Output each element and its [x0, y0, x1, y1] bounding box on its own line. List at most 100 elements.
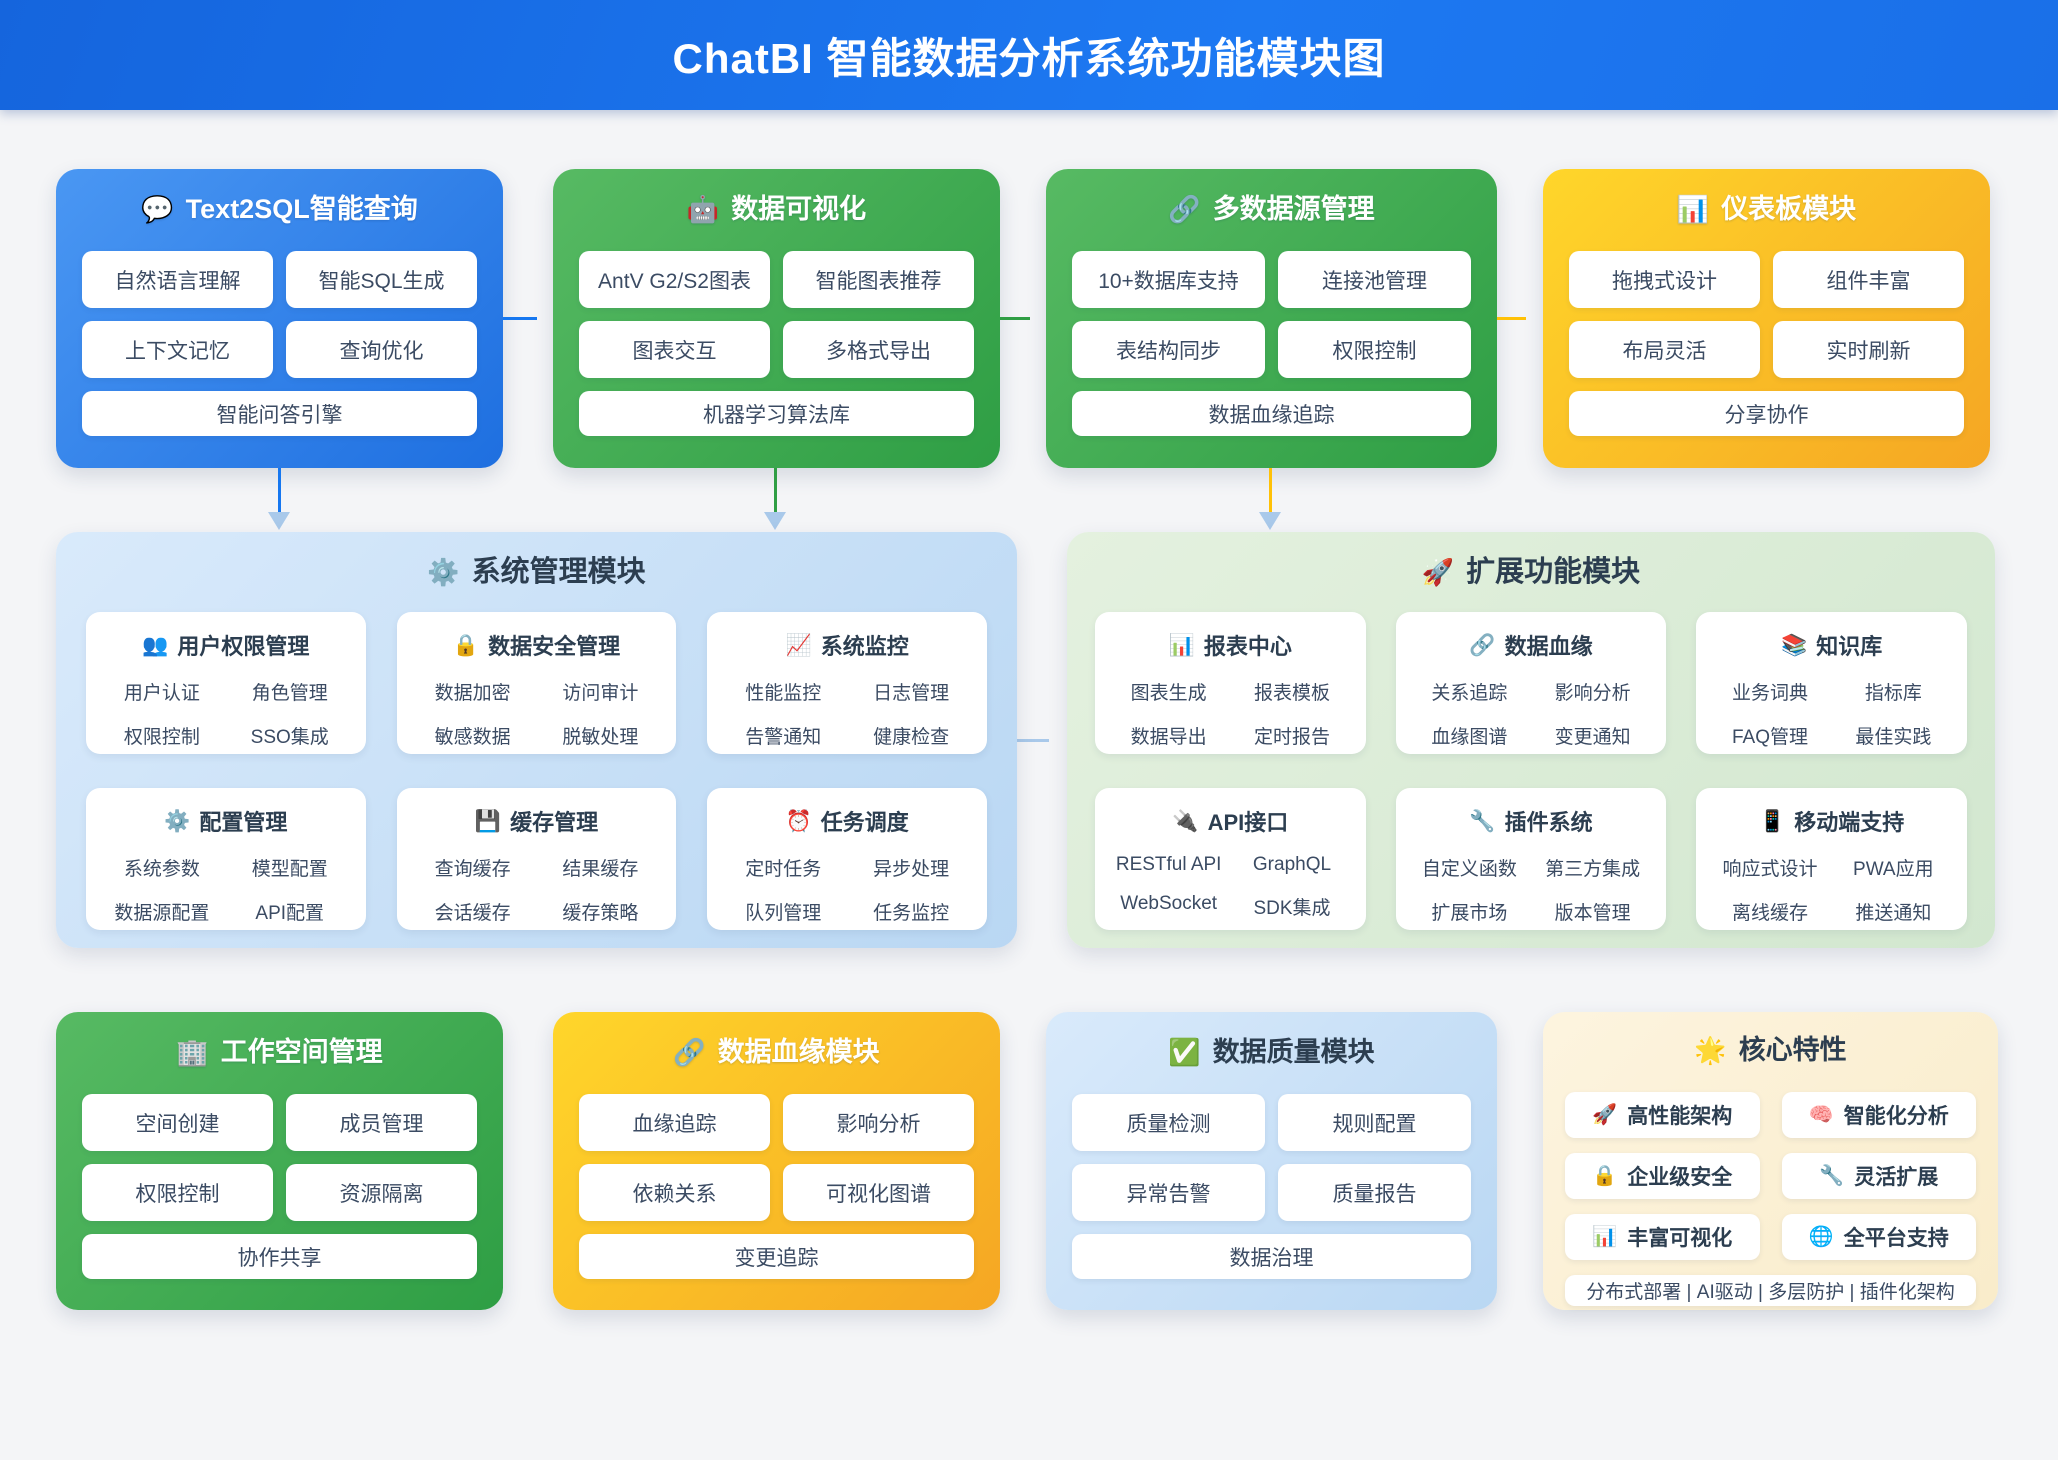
- subcard-data-lineage: 🔗 数据血缘 关系追踪 影响分析 血缘图谱 变更通知: [1395, 612, 1667, 754]
- module-title-text: 仪表板模块: [1721, 194, 1857, 224]
- module-card-title: ✅ 数据质量模块: [1072, 1034, 1471, 1070]
- feature-chip: 连接池管理: [1278, 251, 1471, 308]
- bar-chart-icon: 📊: [1592, 1226, 1618, 1248]
- sub-item: 响应式设计: [1722, 859, 1818, 880]
- subcard-title-text: 知识库: [1816, 634, 1883, 659]
- subcard-system-monitor: 📈 系统监控 性能监控 日志管理 告警通知 健康检查: [707, 612, 987, 754]
- sub-item: 脱敏处理: [562, 727, 639, 748]
- module-title-text: 工作空间管理: [220, 1037, 383, 1067]
- feature-chip: 查询优化: [286, 321, 477, 378]
- link-icon: 🔗: [1168, 194, 1201, 224]
- feature-chip: 影响分析: [783, 1094, 974, 1151]
- sub-item: 告警通知: [745, 727, 822, 748]
- sub-item: 任务监控: [873, 903, 950, 924]
- sub-item: 影响分析: [1554, 683, 1631, 704]
- subcard-title-text: API接口: [1207, 810, 1289, 835]
- rocket-icon: 🚀: [1421, 557, 1455, 587]
- chip-grid: 血缘追踪 影响分析 依赖关系 可视化图谱 变更追踪: [579, 1094, 974, 1279]
- core-feature-chip: 🧠 智能化分析: [1781, 1092, 1976, 1138]
- module-title-text: Text2SQL智能查询: [185, 194, 418, 224]
- books-icon: 📚: [1781, 633, 1808, 657]
- gear-icon: ⚙️: [164, 809, 191, 833]
- feature-chip: 空间创建: [82, 1094, 273, 1151]
- sub-item: 定时报告: [1253, 727, 1330, 748]
- module-card-dataviz: 🤖 数据可视化 AntV G2/S2图表 智能图表推荐 图表交互 多格式导出 机…: [553, 169, 1000, 468]
- feature-chip: 自然语言理解: [82, 251, 273, 308]
- check-mark-icon: ✅: [1168, 1037, 1201, 1067]
- subcard-title-text: 报表中心: [1203, 634, 1292, 659]
- panel-title: 🚀 扩展功能模块: [1067, 554, 1995, 590]
- sub-item: FAQ管理: [1731, 727, 1808, 748]
- core-feature-chip: 🚀 高性能架构: [1565, 1092, 1760, 1138]
- feature-chip: 上下文记忆: [82, 321, 273, 378]
- feature-chip: 成员管理: [286, 1094, 477, 1151]
- rocket-icon: 🚀: [1592, 1104, 1618, 1126]
- sub-item: 性能监控: [745, 683, 822, 704]
- subcard-title-text: 缓存管理: [510, 810, 599, 835]
- module-card-lineage: 🔗 数据血缘模块 血缘追踪 影响分析 依赖关系 可视化图谱 变更追踪: [553, 1012, 1000, 1310]
- sub-item: 变更通知: [1554, 727, 1631, 748]
- sub-item: 离线缓存: [1731, 903, 1808, 924]
- subcard-title-text: 配置管理: [199, 810, 288, 835]
- module-card-title: 🔗 数据血缘模块: [579, 1034, 974, 1070]
- sub-item: 用户认证: [123, 683, 200, 704]
- sub-item: 指标库: [1864, 683, 1922, 704]
- chip-grid: 质量检测 规则配置 异常告警 质量报告 数据治理: [1072, 1094, 1471, 1279]
- feature-chip: AntV G2/S2图表: [579, 251, 770, 308]
- module-card-datasource: 🔗 多数据源管理 10+数据库支持 连接池管理 表结构同步 权限控制 数据血缘追…: [1046, 169, 1497, 468]
- sub-item: SSO集成: [250, 727, 329, 748]
- feature-chip: 智能问答引擎: [82, 391, 477, 436]
- module-card-workspace: 🏢 工作空间管理 空间创建 成员管理 权限控制 资源隔离 协作共享: [56, 1012, 503, 1310]
- core-feature-chip: 🔧 灵活扩展: [1781, 1153, 1976, 1199]
- sub-item: 队列管理: [745, 903, 822, 924]
- module-card-title: 📊 仪表板模块: [1569, 191, 1964, 227]
- subcard-title-text: 用户权限管理: [177, 634, 310, 659]
- sub-item: PWA应用: [1853, 859, 1934, 880]
- link-icon: 🔗: [673, 1037, 706, 1067]
- alarm-clock-icon: ⏰: [785, 809, 812, 833]
- module-card-text2sql: 💬 Text2SQL智能查询 自然语言理解 智能SQL生成 上下文记忆 查询优化…: [56, 169, 503, 468]
- feature-chip: 组件丰富: [1773, 251, 1964, 308]
- subcard-title-text: 数据血缘: [1504, 634, 1593, 659]
- feature-chip: 布局灵活: [1569, 321, 1760, 378]
- subcard-config-management: ⚙️ 配置管理 系统参数 模型配置 数据源配置 API配置: [86, 788, 366, 930]
- subcard-data-security: 🔒 数据安全管理 数据加密 访问审计 敏感数据 脱敏处理: [396, 612, 677, 754]
- subcard-title-text: 移动端支持: [1794, 810, 1905, 835]
- feature-chip: 血缘追踪: [579, 1094, 770, 1151]
- plug-icon: 🔌: [1172, 809, 1199, 833]
- wrench-icon: 🔧: [1819, 1165, 1845, 1187]
- sub-item: 血缘图谱: [1431, 727, 1508, 748]
- lock-icon: 🔒: [452, 633, 480, 657]
- feature-chip: 质量报告: [1278, 1164, 1471, 1221]
- subcard-title-text: 系统监控: [820, 634, 909, 659]
- feature-chip: 表结构同步: [1072, 321, 1265, 378]
- chip-grid: 空间创建 成员管理 权限控制 资源隔离 协作共享: [82, 1094, 477, 1279]
- feature-chip: 多格式导出: [783, 321, 974, 378]
- feature-chip: 规则配置: [1278, 1094, 1471, 1151]
- feature-chip: 异常告警: [1072, 1164, 1265, 1221]
- sub-item: 扩展市场: [1431, 903, 1508, 924]
- sub-item: 敏感数据: [434, 727, 511, 748]
- feature-chip: 变更追踪: [579, 1234, 974, 1279]
- system-module-panel: ⚙️ 系统管理模块 👥 用户权限管理 用户认证 角色管理 权限控制 SSO集成 …: [56, 532, 1017, 948]
- module-card-title: 🤖 数据可视化: [579, 191, 974, 227]
- glowing-star-icon: 🌟: [1694, 1035, 1727, 1065]
- feature-chip: 分享协作: [1569, 391, 1964, 436]
- wrench-icon: 🔧: [1469, 809, 1496, 833]
- module-title-text: 核心特性: [1738, 1035, 1847, 1065]
- sub-item: 自定义函数: [1421, 859, 1517, 880]
- sub-item: API配置: [255, 903, 325, 924]
- chip-grid: 10+数据库支持 连接池管理 表结构同步 权限控制 数据血缘追踪: [1072, 251, 1471, 436]
- feature-chip: 数据血缘追踪: [1072, 391, 1471, 436]
- sub-item: RESTful API: [1115, 854, 1222, 875]
- robot-icon: 🤖: [686, 194, 720, 224]
- page-title: ChatBI 智能数据分析系统功能模块图: [672, 34, 1386, 82]
- core-feature-label: 丰富可视化: [1627, 1227, 1733, 1250]
- core-feature-label: 灵活扩展: [1854, 1166, 1939, 1189]
- core-feature-label: 企业级安全: [1627, 1166, 1733, 1189]
- sub-item: 系统参数: [123, 859, 200, 880]
- chip-grid: 拖拽式设计 组件丰富 布局灵活 实时刷新 分享协作: [1569, 251, 1964, 436]
- bar-chart-icon: 📊: [1676, 194, 1710, 224]
- subcard-user-permission: 👥 用户权限管理 用户认证 角色管理 权限控制 SSO集成: [86, 612, 366, 754]
